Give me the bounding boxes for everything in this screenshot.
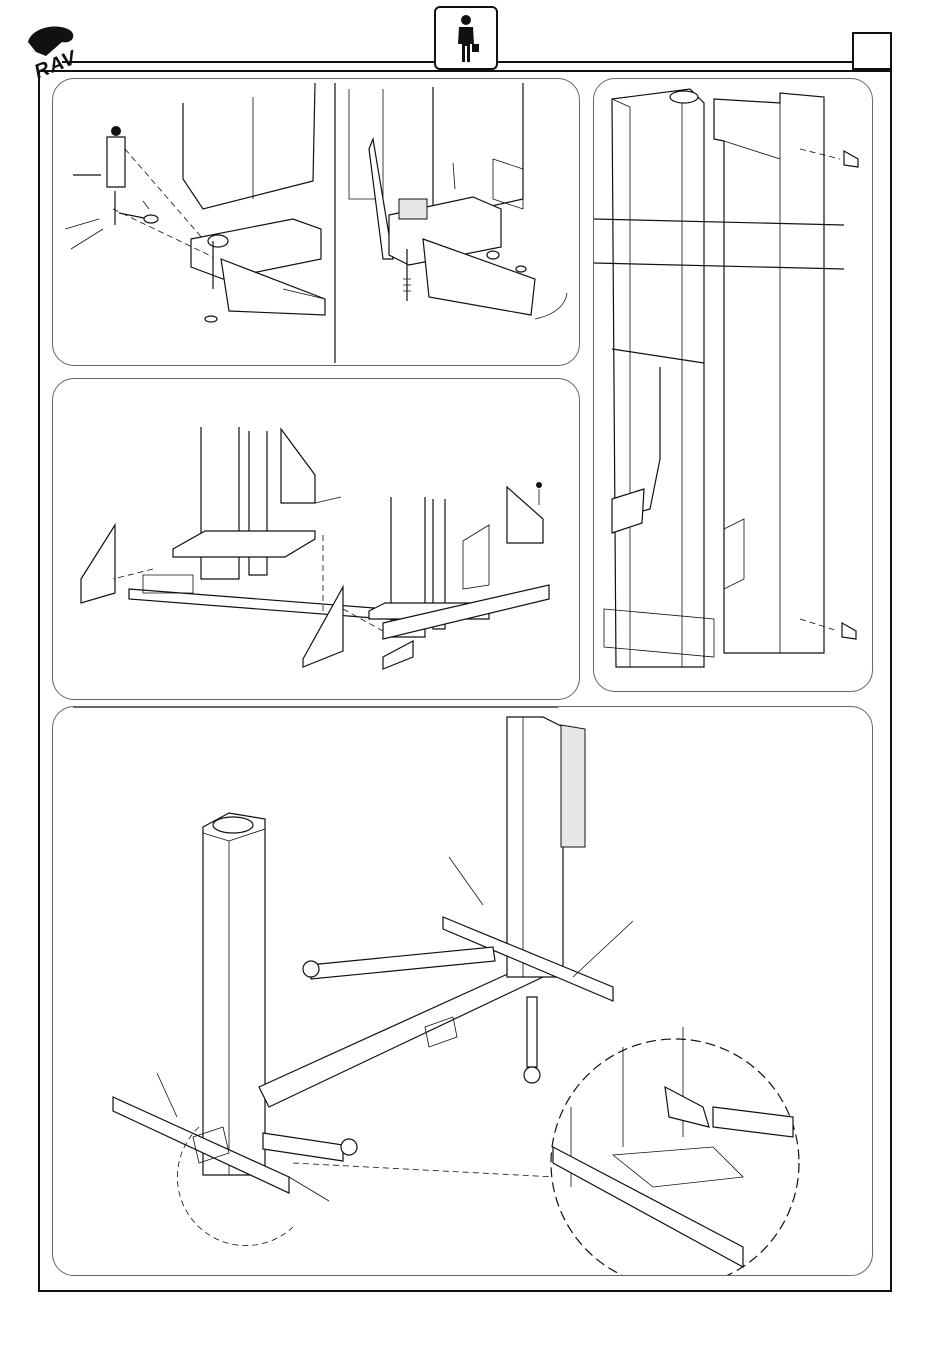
figure-base-brackets-panel [52,378,580,700]
arm-lock-assembly-icon [65,83,325,322]
page-number-box [852,32,892,70]
header-rule-left [62,61,434,63]
person-with-toolbox-icon [434,6,498,70]
figure-lift-overview-panel [52,706,873,1276]
two-post-lift-icon [113,717,799,1276]
figure-column-cover-panel [593,78,873,692]
arm-pivot-icon [349,83,567,319]
base-bracket-icon [81,427,549,669]
header-rule-right [498,61,852,63]
figure-arm-lock-panel [52,78,580,366]
column-cover-icon [594,89,858,667]
